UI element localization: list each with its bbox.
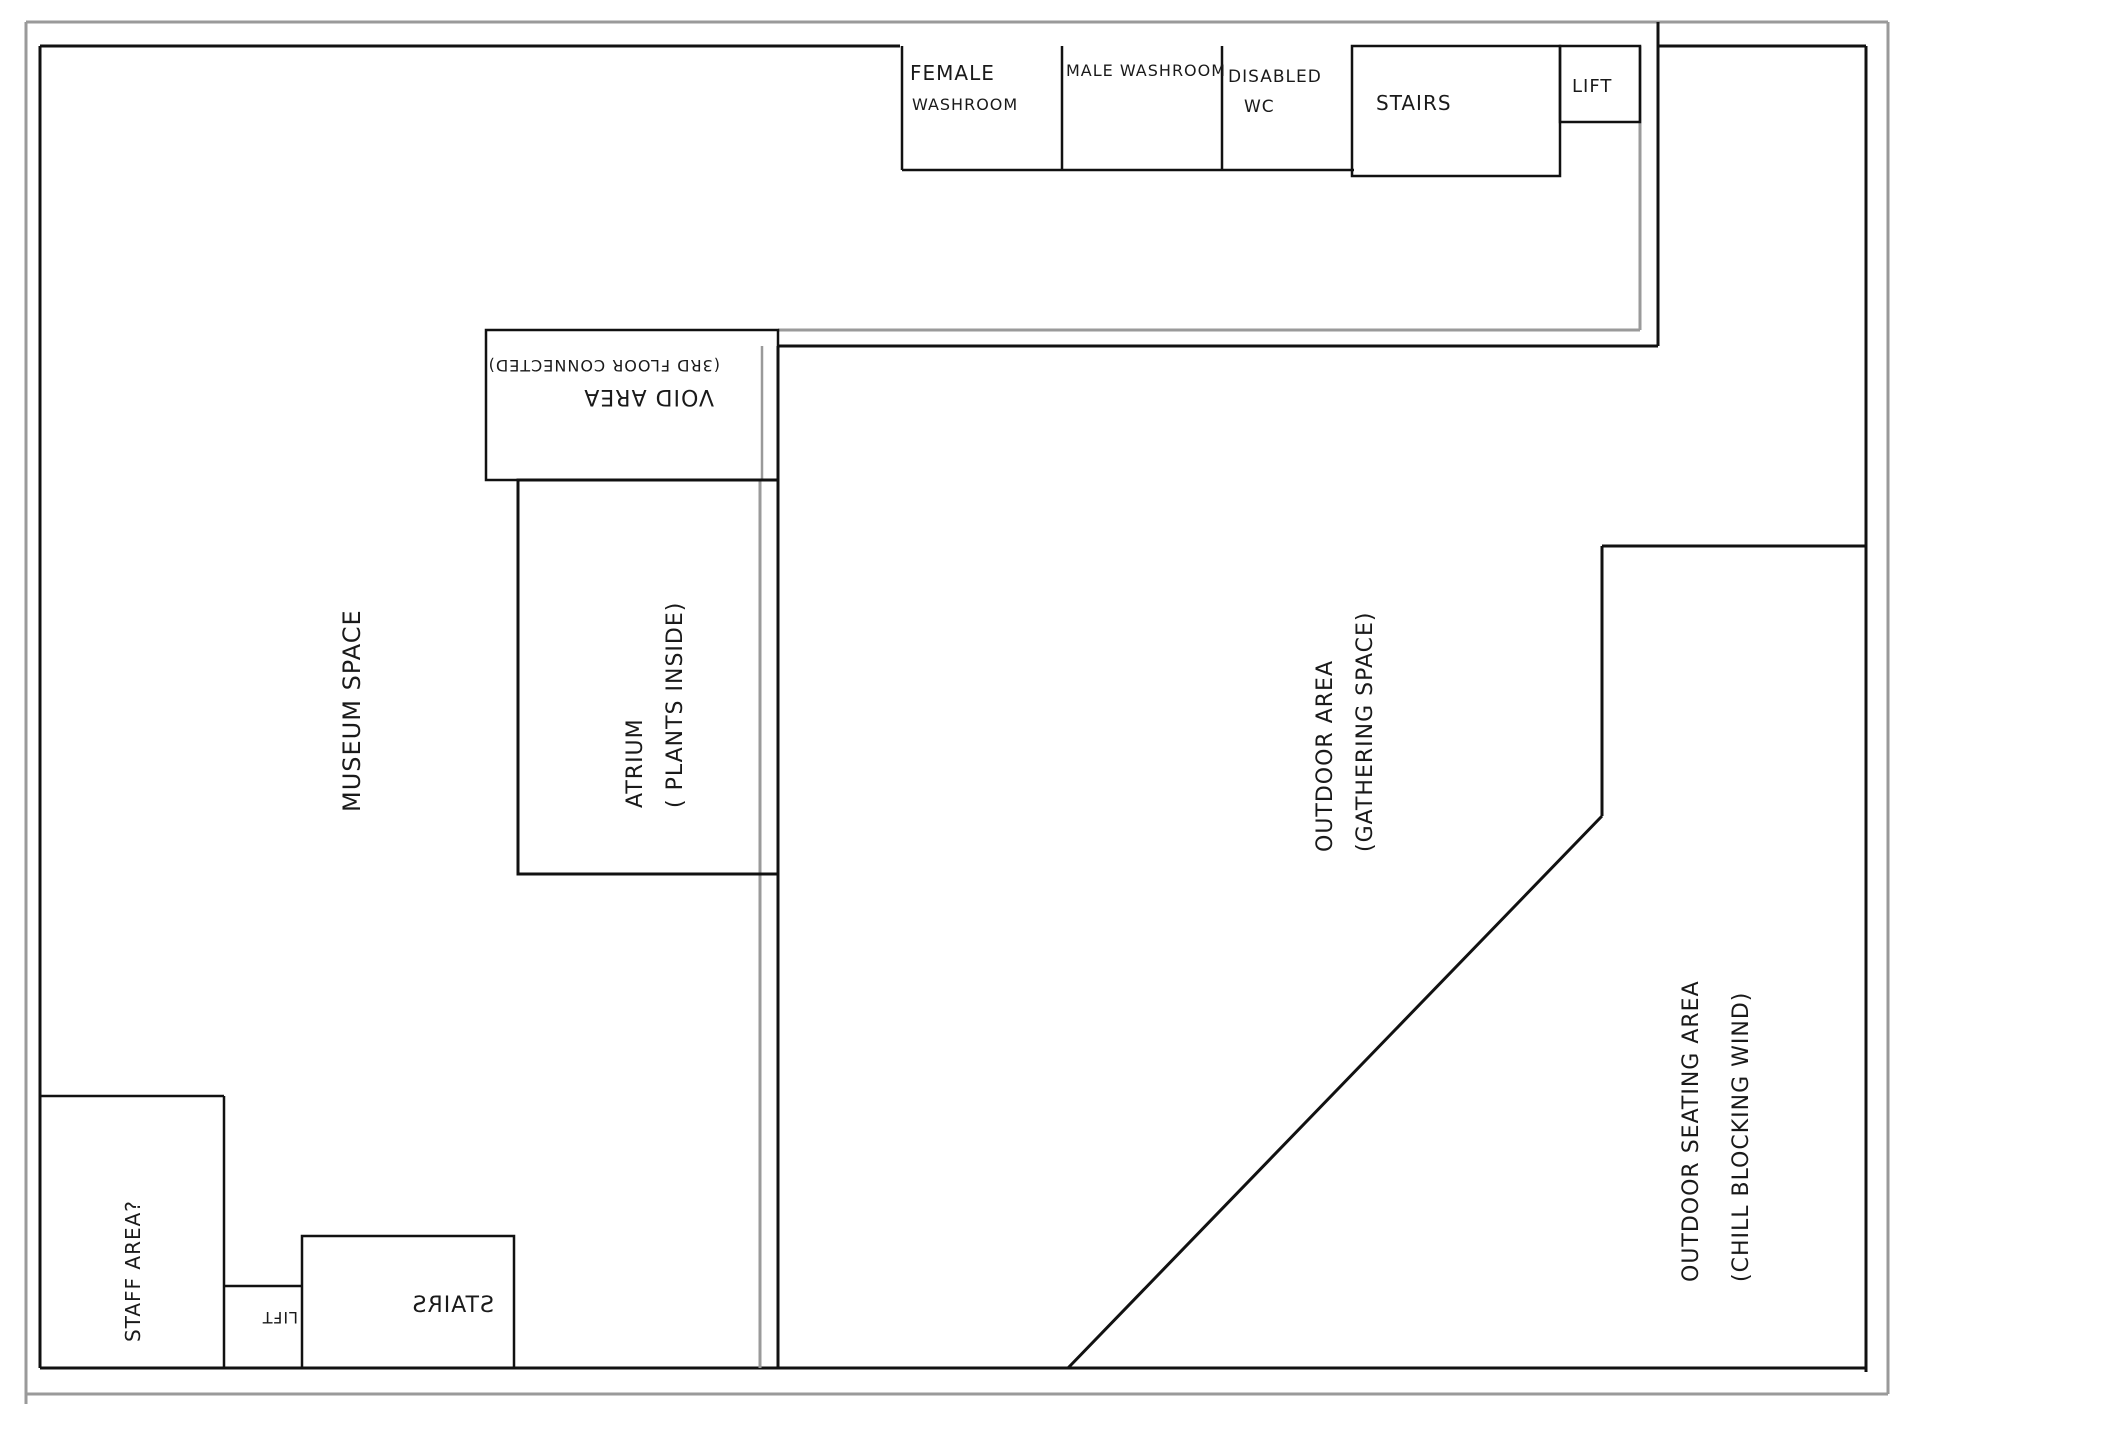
divider-wall bbox=[758, 346, 780, 1368]
top-rooms bbox=[900, 44, 1642, 178]
label-disabled-wc: DISABLED bbox=[1228, 67, 1322, 87]
label-stairs-bottom: STAIRS bbox=[412, 1293, 494, 1318]
atrium-box bbox=[516, 478, 780, 876]
seating-area-outline bbox=[1066, 544, 1866, 1370]
label-outdoor-area: OUTDOOR AREA bbox=[1313, 660, 1338, 852]
label-void-area: VOID AREA bbox=[583, 384, 714, 409]
bottom-left-rooms bbox=[40, 1094, 516, 1370]
label-stairs-top: STAIRS bbox=[1376, 91, 1452, 115]
label-outdoor-area-2: (GATHERING SPACE) bbox=[1353, 612, 1378, 852]
label-atrium-2: ( PLANTS INSIDE) bbox=[663, 602, 688, 808]
label-female-washroom-2: WASHROOM bbox=[912, 95, 1018, 114]
label-void-area-2: (3RD FLOOR CONNECTED) bbox=[488, 356, 720, 375]
label-staff-area: STAFF AREA? bbox=[121, 1200, 145, 1342]
label-lift-bottom: LIFT bbox=[262, 1308, 298, 1327]
label-female-washroom: FEMALE bbox=[910, 61, 995, 85]
label-male-washroom: MALE WASHROOM bbox=[1066, 61, 1226, 80]
label-museum-space: MUSEUM SPACE bbox=[338, 609, 366, 812]
label-atrium: ATRIUM bbox=[623, 718, 648, 808]
label-outdoor-seating: OUTDOOR SEATING AREA bbox=[1679, 980, 1704, 1282]
label-outdoor-seating-2: (CHILL BLOCKING WIND) bbox=[1729, 992, 1754, 1282]
room-labels: FEMALE WASHROOM MALE WASHROOM DISABLED W… bbox=[121, 61, 1754, 1342]
paper-frame bbox=[24, 20, 1890, 1404]
label-disabled-wc-2: WC bbox=[1244, 97, 1275, 117]
building-outline bbox=[38, 44, 1868, 1372]
label-lift-top: LIFT bbox=[1572, 76, 1612, 97]
